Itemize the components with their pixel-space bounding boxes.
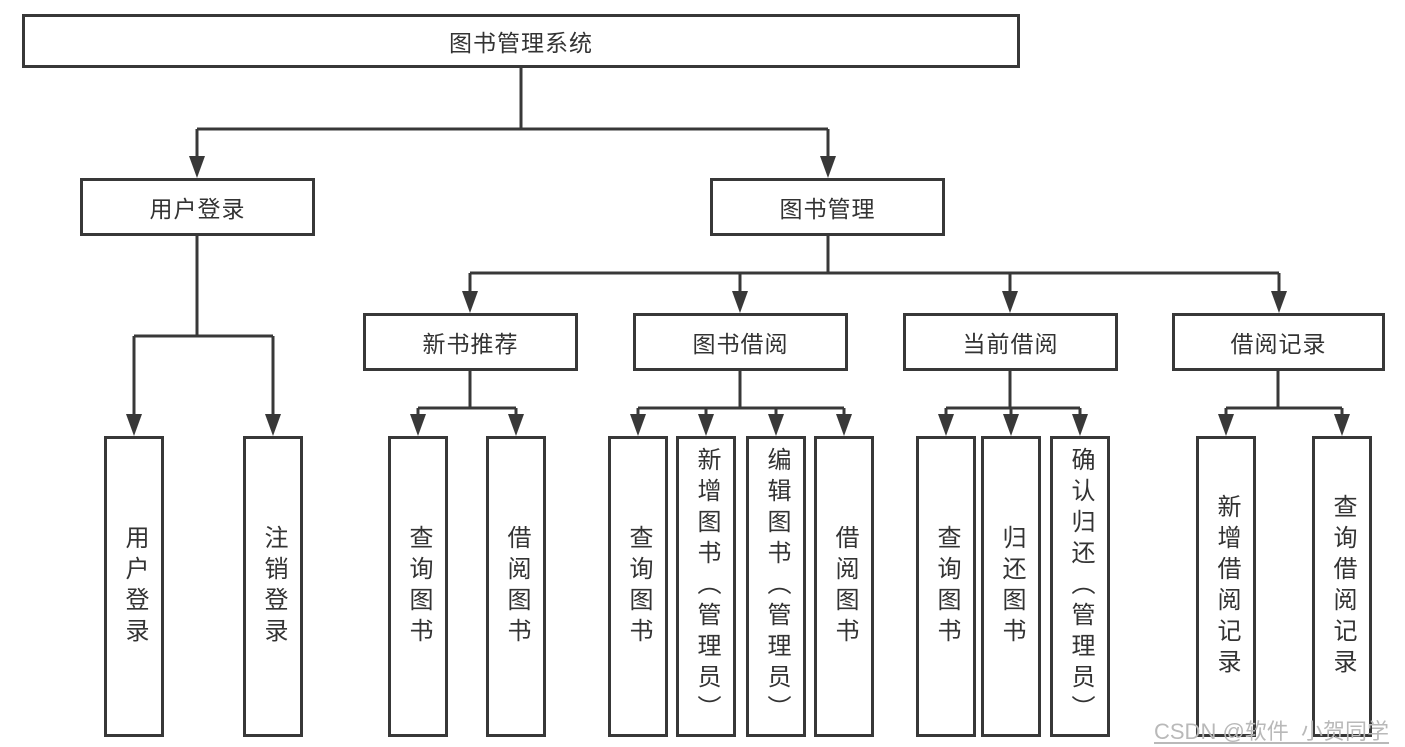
connector-records-to-leaves <box>1218 371 1350 436</box>
leaf-query-books-borrow: 查询图书 <box>608 436 668 737</box>
node-library-management-system: 图书管理系统 <box>22 14 1020 68</box>
leaf-label: 确认归还（管理员） <box>1067 447 1094 726</box>
leaf-label: 查询借阅记录 <box>1329 493 1356 680</box>
leaf-logout-login: 注销登录 <box>243 436 303 737</box>
leaf-label: 新增图书（管理员） <box>693 447 720 726</box>
node-borrow-records: 借阅记录 <box>1172 313 1385 371</box>
arrowhead <box>938 414 954 436</box>
leaf-label: 查询图书 <box>625 524 652 649</box>
arrowhead <box>836 414 852 436</box>
leaf-borrow-books: 借阅图书 <box>814 436 874 737</box>
leaf-add-books-admin: 新增图书（管理员） <box>676 436 736 737</box>
node-book-management: 图书管理 <box>710 178 945 236</box>
leaf-query-books-current: 查询图书 <box>916 436 976 737</box>
leaf-add-borrow-record: 新增借阅记录 <box>1196 436 1256 737</box>
arrowhead <box>1003 414 1019 436</box>
leaf-label: 编辑图书（管理员） <box>763 447 790 726</box>
leaf-label: 用户登录 <box>121 524 148 649</box>
arrowhead <box>732 291 748 313</box>
node-new-book-recommend: 新书推荐 <box>363 313 578 371</box>
arrowhead <box>698 414 714 436</box>
arrowhead <box>820 156 836 178</box>
leaf-edit-books-admin: 编辑图书（管理员） <box>746 436 806 737</box>
leaf-confirm-return-admin: 确认归还（管理员） <box>1050 436 1110 737</box>
node-book-borrow: 图书借阅 <box>633 313 848 371</box>
node-label: 图书借阅 <box>692 331 789 357</box>
arrowhead <box>1002 291 1018 313</box>
arrowhead <box>768 414 784 436</box>
leaf-return-books: 归还图书 <box>981 436 1041 737</box>
arrowhead <box>462 291 478 313</box>
arrowhead <box>189 156 205 178</box>
leaf-label: 注销登录 <box>260 524 287 649</box>
node-label: 借阅记录 <box>1230 331 1327 357</box>
leaf-label: 借阅图书 <box>831 524 858 649</box>
node-label: 用户登录 <box>149 196 246 222</box>
node-label: 新书推荐 <box>422 331 519 357</box>
leaf-query-borrow-record: 查询借阅记录 <box>1312 436 1372 737</box>
node-user-login: 用户登录 <box>80 178 315 236</box>
connector-borrow-to-leaves <box>630 371 852 436</box>
arrowhead <box>630 414 646 436</box>
connector-recommend-to-leaves <box>410 371 524 436</box>
node-current-borrow: 当前借阅 <box>903 313 1118 371</box>
leaf-borrow-books-recommend: 借阅图书 <box>486 436 546 737</box>
connector-root-to-level2 <box>189 68 836 178</box>
arrowhead <box>508 414 524 436</box>
arrowhead <box>126 414 142 436</box>
node-label: 图书管理系统 <box>449 30 593 56</box>
leaf-user-login: 用户登录 <box>104 436 164 737</box>
connector-current-to-leaves <box>938 371 1088 436</box>
leaf-label: 新增借阅记录 <box>1213 493 1240 680</box>
arrowhead <box>1072 414 1088 436</box>
csdn-watermark: CSDN @软件_小贺同学 <box>1154 719 1390 744</box>
node-label: 当前借阅 <box>962 331 1059 357</box>
arrowhead <box>1218 414 1234 436</box>
arrowhead <box>410 414 426 436</box>
arrowhead <box>1334 414 1350 436</box>
leaf-label: 借阅图书 <box>503 524 530 649</box>
arrowhead <box>265 414 281 436</box>
leaf-query-books-recommend: 查询图书 <box>388 436 448 737</box>
leaf-label: 归还图书 <box>998 524 1025 649</box>
arrowhead <box>1271 291 1287 313</box>
leaf-label: 查询图书 <box>405 524 432 649</box>
leaf-label: 查询图书 <box>933 524 960 649</box>
connector-login-to-leaves <box>126 236 281 436</box>
connector-management-to-level3 <box>462 236 1287 313</box>
node-label: 图书管理 <box>779 196 876 222</box>
